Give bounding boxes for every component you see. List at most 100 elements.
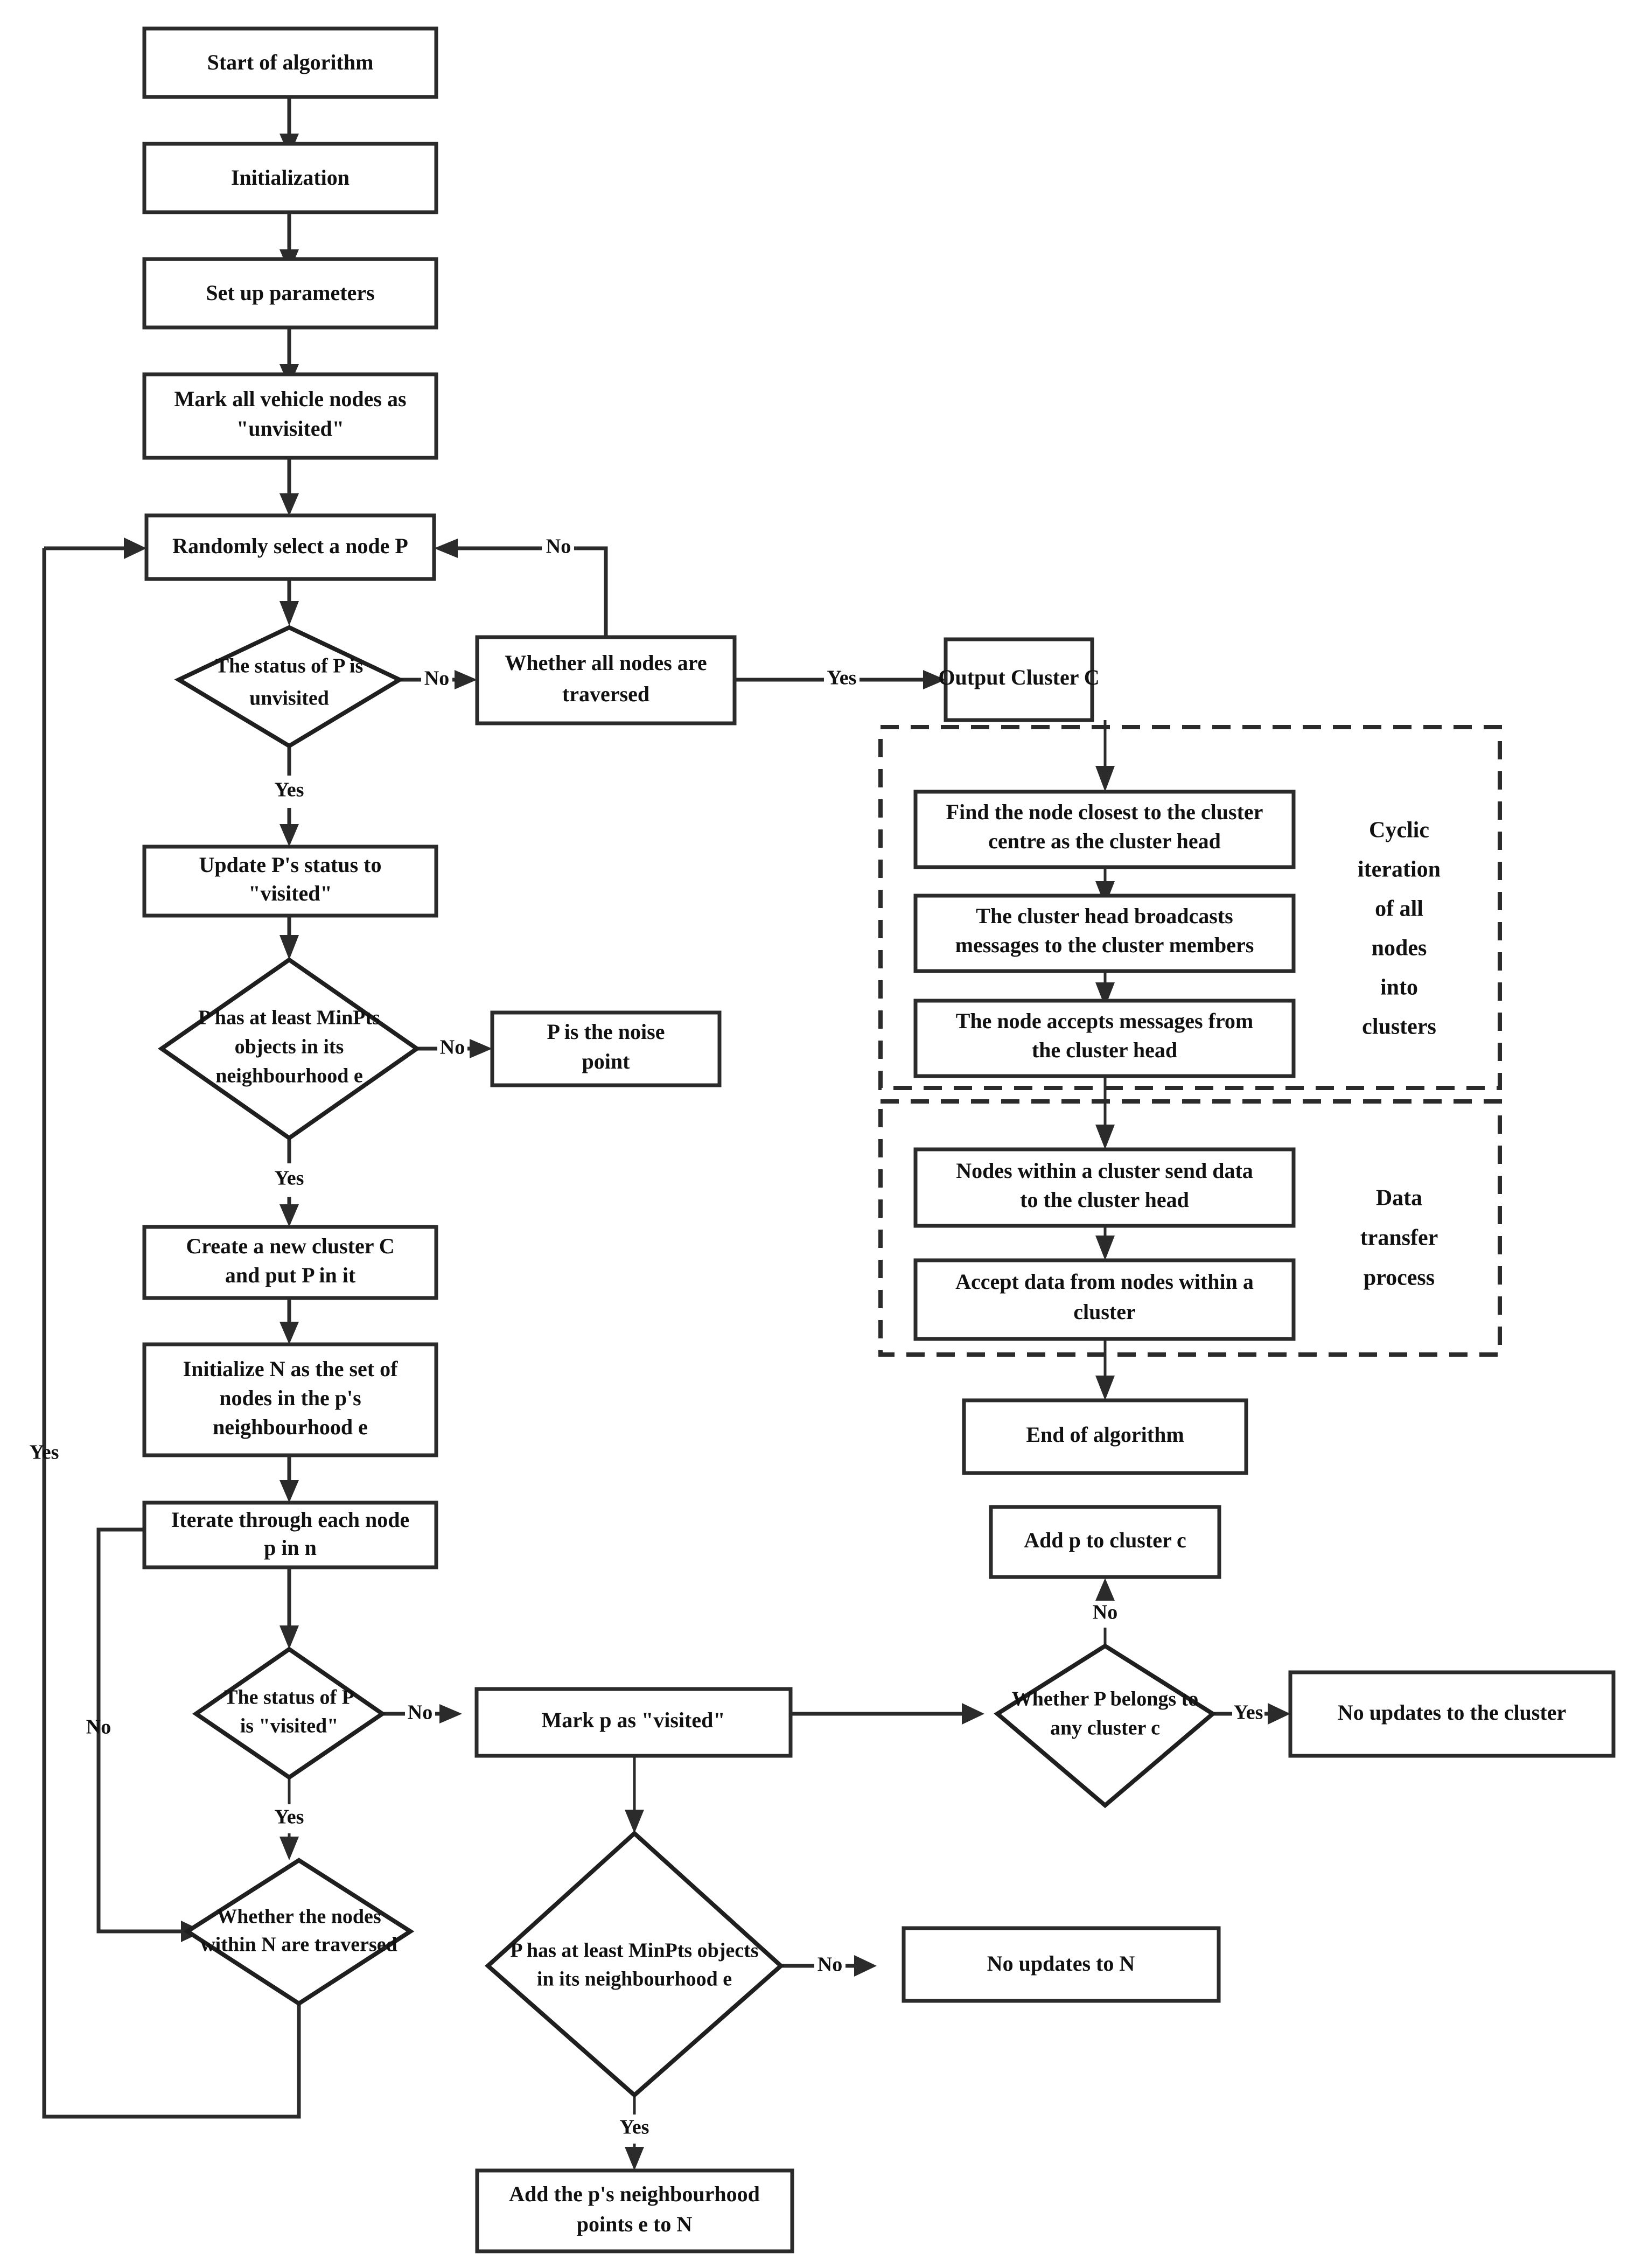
node-accept-messages-line1: The node accepts messages from [956,1009,1254,1033]
node-initialization[interactable]: Initialization [142,142,438,214]
node-start[interactable]: Start of algorithm [142,26,438,99]
cyclic-label-line6: clusters [1362,1015,1436,1039]
group-label-data-transfer: Data transfer process [1360,1186,1438,1290]
edge-label-traversed-no-loop: No [546,535,571,558]
node-whether-p-belongs[interactable]: Whether P belongs to any cluster c [994,1643,1217,1809]
edge-mark-unvisited-to-select [280,458,299,516]
node-accept-messages[interactable]: The node accepts messages from the clust… [913,999,1296,1078]
node-broadcast-messages-line2: messages to the cluster members [955,933,1254,957]
edge-update-to-minpts [280,916,299,960]
node-iterate-nodes[interactable]: Iterate through each node p in n [142,1501,438,1569]
node-broadcast-messages-line1: The cluster head broadcasts [976,904,1233,928]
edge-label-minpts-yes: Yes [275,1167,304,1190]
node-accept-data-line1: Accept data from nodes within a [955,1269,1254,1294]
edge-send-to-acceptdata [1095,1226,1115,1260]
node-p-has-minpts-line1: P has at least MinPts [198,1007,380,1029]
node-select-node-p-label: Randomly select a node P [172,534,408,558]
node-end[interactable]: End of algorithm [962,1398,1248,1475]
node-mark-unvisited-line1: Mark all vehicle nodes as [174,387,406,411]
node-create-cluster-c-line1: Create a new cluster C [186,1234,394,1258]
node-create-cluster-c[interactable]: Create a new cluster C and put P in it [142,1225,438,1300]
node-setup-parameters[interactable]: Set up parameters [142,257,438,330]
node-accept-data[interactable]: Accept data from nodes within a cluster [913,1258,1296,1341]
node-no-updates-n[interactable]: No updates to N [902,1926,1221,2003]
data-transfer-line3: process [1364,1266,1435,1290]
node-mark-p-visited[interactable]: Mark p as "visited" [474,1687,793,1758]
node-add-p-to-cluster[interactable]: Add p to cluster c [989,1505,1221,1579]
node-create-cluster-c-line2: and put P in it [225,1263,356,1287]
node-nodes-within-n-traversed-line2: within N are traversed [200,1934,397,1956]
node-nodes-within-n-traversed[interactable]: Whether the nodes within N are traversed [183,1858,415,2006]
node-p-has-minpts-2[interactable]: P has at least MinPts objects in its nei… [484,1830,785,2098]
node-initialize-n[interactable]: Initialize N as the set of nodes in the … [142,1342,438,1457]
node-p-noise-point-line2: point [582,1049,631,1073]
node-accept-messages-line2: the cluster head [1032,1038,1177,1062]
node-output-cluster-c-label: Output Cluster C [938,665,1099,689]
edge-broadcast-to-accept [1095,971,1115,1007]
edge-label-belongs-yes: Yes [1234,1701,1263,1724]
cyclic-label-line5: into [1380,975,1418,1000]
group-data-transfer [878,1099,1502,1357]
node-add-neighbourhood-points-line2: points e to N [577,2212,693,2236]
node-mark-unvisited-line2: "unvisited" [236,416,344,441]
node-status-p-visited-line1: The status of P [224,1686,354,1709]
node-send-data-line2: to the cluster head [1020,1188,1189,1212]
node-output-cluster-c[interactable]: Output Cluster C [938,637,1100,722]
edge-mark-to-belongs [791,1703,984,1725]
node-initialize-n-line2: nodes in the p's [219,1386,361,1410]
node-p-noise-point[interactable]: P is the noise point [490,1010,722,1087]
node-initialization-label: Initialization [231,165,350,190]
edge-acceptdata-to-end [1095,1339,1115,1400]
edge-minpts-yes [280,1138,299,1227]
node-add-neighbourhood-points-line1: Add the p's neighbourhood [509,2182,760,2206]
node-mark-p-visited-label: Mark p as "visited" [541,1708,725,1732]
node-status-p-visited[interactable]: The status of P is "visited" [192,1646,387,1780]
node-add-neighbourhood-points[interactable]: Add the p's neighbourhood points e to N [475,2168,794,2253]
node-find-cluster-head[interactable]: Find the node closest to the cluster cen… [913,790,1296,869]
node-select-node-p[interactable]: Randomly select a node P [144,513,436,581]
node-accept-data-line2: cluster [1073,1300,1136,1324]
edge-minpts2-yes [625,2095,644,2171]
node-p-has-minpts-2-line1: P has at least MinPts objects [510,1939,758,1962]
node-mark-unvisited[interactable]: Mark all vehicle nodes as "unvisited" [142,372,438,460]
edge-output-to-find-head [1095,720,1115,792]
node-all-nodes-traversed-line2: traversed [562,682,649,706]
edge-create-to-initialize [280,1298,299,1344]
node-no-updates-cluster[interactable]: No updates to the cluster [1288,1670,1616,1758]
edge-mark-to-minpts2 [625,1756,644,1833]
edge-status-unvisited-yes [280,746,299,847]
node-send-data-line1: Nodes within a cluster send data [956,1159,1253,1183]
node-p-has-minpts-2-line2: in its neighbourhood e [537,1968,732,1991]
node-status-p-visited-line2: is "visited" [240,1715,339,1737]
edge-traversed-yes [735,670,946,689]
node-status-p-unvisited[interactable]: The status of P is unvisited [174,625,404,749]
edge-status-visited-yes [280,1777,299,1860]
node-p-has-minpts-line2: objects in its [235,1036,344,1058]
node-all-nodes-traversed[interactable]: Whether all nodes are traversed [475,635,737,725]
group-label-cyclic-iteration: Cyclic iteration of all nodes into clust… [1358,818,1441,1039]
edge-belongs-no [1095,1578,1115,1646]
node-initialize-n-line3: neighbourhood e [213,1415,368,1439]
edge-n-traversed-loop-yes [42,538,301,2119]
edge-label-belongs-no: No [1093,1601,1117,1624]
edge-label-status-unvisited-yes: Yes [275,779,304,801]
node-all-nodes-traversed-line1: Whether all nodes are [505,651,707,675]
edge-iterate-to-status-visited [280,1567,299,1649]
node-send-data[interactable]: Nodes within a cluster send data to the … [913,1147,1296,1228]
node-update-p-visited[interactable]: Update P's status to "visited" [142,845,438,918]
node-status-p-unvisited-line1: The status of P is [215,655,363,678]
data-transfer-line2: transfer [1360,1226,1438,1251]
edge-initialize-to-iterate [280,1455,299,1503]
node-status-p-unvisited-line2: unvisited [249,687,329,710]
node-find-cluster-head-line2: centre as the cluster head [988,829,1221,853]
node-p-has-minpts-line3: neighbourhood e [215,1065,362,1087]
node-setup-parameters-label: Set up parameters [206,281,374,305]
edge-label-iterate-no: No [86,1716,111,1739]
edge-select-to-status-unvisited [280,579,299,626]
node-p-has-minpts[interactable]: P has at least MinPts objects in its nei… [158,957,421,1141]
node-nodes-within-n-traversed-line1: Whether the nodes [216,1906,381,1928]
edge-traversed-no-loop [434,539,608,637]
node-update-p-visited-line2: "visited" [248,881,332,905]
node-broadcast-messages[interactable]: The cluster head broadcasts messages to … [913,894,1296,973]
